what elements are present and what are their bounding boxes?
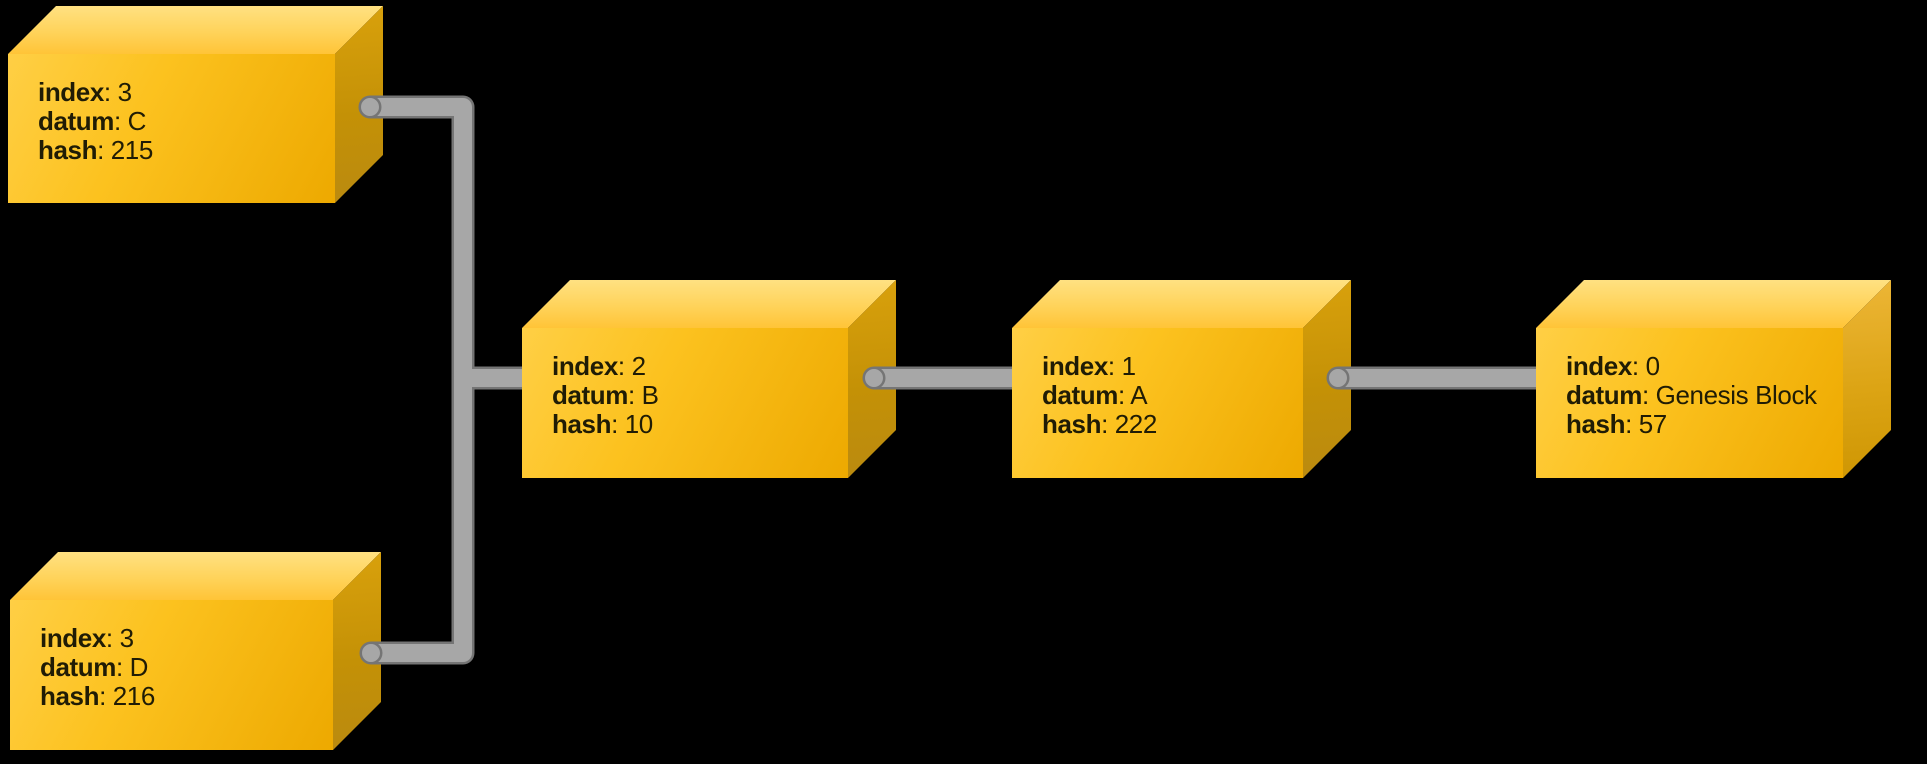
- block-top-face: [1536, 280, 1891, 328]
- field-datum: datum: C: [38, 107, 327, 136]
- block-front-face: index: 0 datum: Genesis Block hash: 57: [1536, 328, 1843, 478]
- block-front-face: index: 2 datum: B hash: 10: [522, 328, 848, 478]
- block-front-face: index: 3 datum: C hash: 215: [8, 54, 335, 203]
- block-index0-genesis: index: 0 datum: Genesis Block hash: 57: [1536, 280, 1891, 478]
- field-index: index: 2: [552, 352, 840, 381]
- block-top-face: [10, 552, 381, 600]
- connector-3d-to-2b-outline: [371, 366, 522, 665]
- block-index2-b: index: 2 datum: B hash: 10: [522, 280, 896, 478]
- field-value: 3: [119, 623, 134, 653]
- field-datum: datum: D: [40, 653, 325, 682]
- field-separator: :: [1642, 380, 1656, 410]
- field-label: hash: [1042, 409, 1102, 439]
- field-separator: :: [103, 77, 118, 107]
- field-value: 216: [112, 681, 156, 711]
- field-value: A: [1130, 380, 1148, 410]
- field-separator: :: [97, 135, 111, 165]
- field-separator: :: [1625, 409, 1639, 439]
- field-separator: :: [116, 652, 130, 682]
- field-separator: :: [1101, 409, 1115, 439]
- field-separator: :: [99, 681, 113, 711]
- field-value: B: [641, 380, 659, 410]
- field-label: hash: [1566, 409, 1626, 439]
- field-value: 2: [631, 351, 646, 381]
- field-value: 3: [117, 77, 132, 107]
- field-index: index: 1: [1042, 352, 1295, 381]
- field-label: index: [1566, 351, 1632, 381]
- connector-3c-to-2b: [370, 98, 522, 387]
- block-index3-d: index: 3 datum: D hash: 216: [10, 552, 381, 750]
- field-index: index: 3: [38, 78, 327, 107]
- field-value: 10: [624, 409, 654, 439]
- field-label: hash: [552, 409, 612, 439]
- field-hash: hash: 222: [1042, 410, 1295, 439]
- connector-3c-to-2b-outline: [370, 95, 522, 390]
- field-label: datum: [40, 652, 117, 682]
- field-value: D: [129, 652, 149, 682]
- field-separator: :: [1631, 351, 1646, 381]
- field-value: 1: [1121, 351, 1136, 381]
- block-front-face: index: 3 datum: D hash: 216: [10, 600, 333, 750]
- block-top-face: [1012, 280, 1351, 328]
- field-label: hash: [38, 135, 98, 165]
- field-value: 0: [1645, 351, 1660, 381]
- field-separator: :: [105, 623, 120, 653]
- field-value: 215: [110, 135, 154, 165]
- field-label: datum: [552, 380, 629, 410]
- field-datum: datum: B: [552, 381, 840, 410]
- block-top-face: [522, 280, 896, 328]
- field-label: index: [552, 351, 618, 381]
- field-value: 57: [1638, 409, 1668, 439]
- field-label: index: [40, 623, 106, 653]
- field-datum: datum: A: [1042, 381, 1295, 410]
- field-value: Genesis Block: [1655, 380, 1817, 410]
- field-datum: datum: Genesis Block: [1566, 381, 1835, 410]
- field-index: index: 3: [40, 624, 325, 653]
- field-value: C: [127, 106, 147, 136]
- field-label: datum: [1566, 380, 1643, 410]
- field-hash: hash: 57: [1566, 410, 1835, 439]
- field-label: hash: [40, 681, 100, 711]
- block-index3-c: index: 3 datum: C hash: 215: [8, 6, 383, 203]
- field-hash: hash: 216: [40, 682, 325, 711]
- field-hash: hash: 215: [38, 136, 327, 165]
- field-label: datum: [1042, 380, 1119, 410]
- field-separator: :: [617, 351, 632, 381]
- connector-3d-to-2b: [371, 369, 522, 662]
- field-index: index: 0: [1566, 352, 1835, 381]
- block-index1-a: index: 1 datum: A hash: 222: [1012, 280, 1351, 478]
- field-label: datum: [38, 106, 115, 136]
- block-top-face: [8, 6, 383, 54]
- field-label: index: [1042, 351, 1108, 381]
- field-hash: hash: 10: [552, 410, 840, 439]
- field-separator: :: [611, 409, 625, 439]
- field-separator: :: [1107, 351, 1122, 381]
- field-separator: :: [628, 380, 642, 410]
- field-label: index: [38, 77, 104, 107]
- field-value: 222: [1114, 409, 1158, 439]
- field-separator: :: [1118, 380, 1131, 410]
- block-front-face: index: 1 datum: A hash: 222: [1012, 328, 1303, 478]
- field-separator: :: [114, 106, 128, 136]
